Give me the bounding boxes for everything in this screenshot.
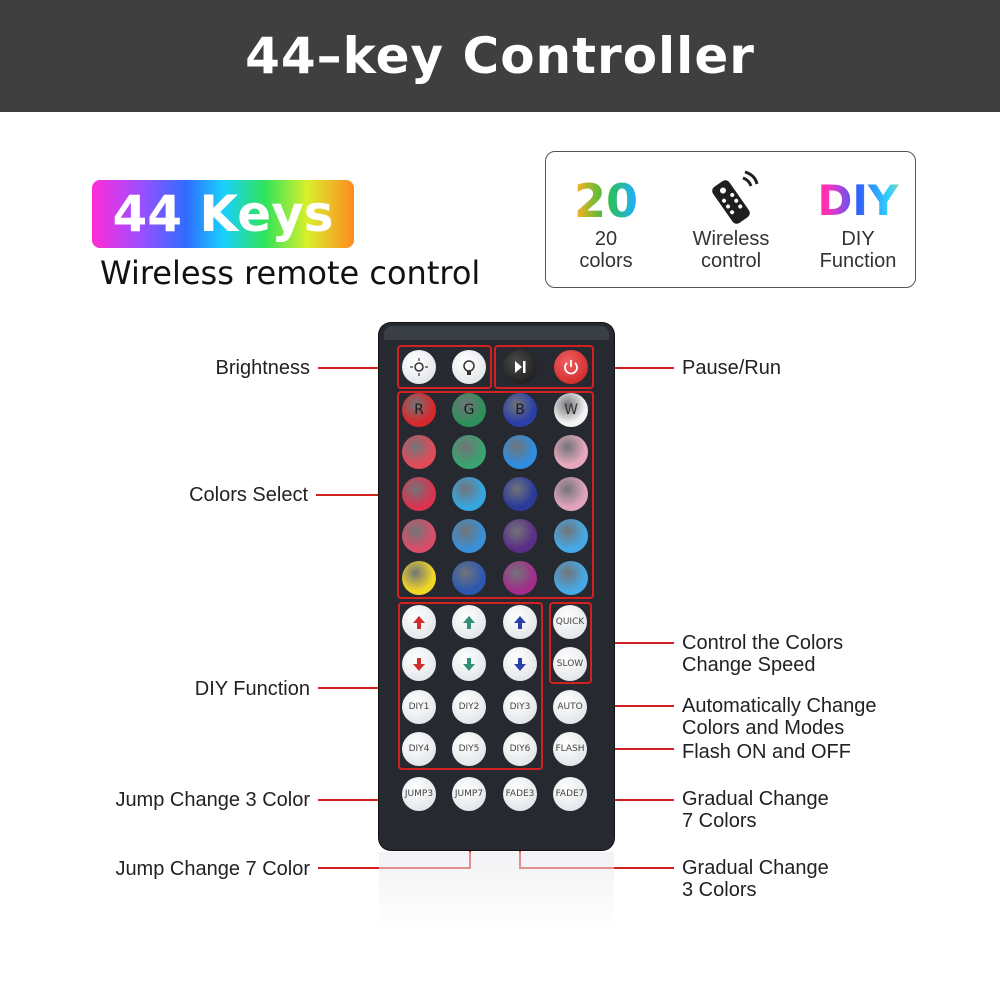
brightness-group	[397, 345, 492, 389]
quick-button[interactable]: QUICK	[553, 605, 587, 639]
feature-diy-line1: DIY	[841, 228, 875, 250]
blue-down-button[interactable]	[503, 647, 537, 681]
feature-wireless-line1: Wireless	[692, 228, 770, 250]
arrow-up-icon	[463, 615, 475, 629]
power-icon	[564, 360, 578, 375]
auto-button[interactable]: AUTO	[553, 690, 587, 724]
feature-wireless: Wireless control	[671, 152, 791, 272]
feature-diy: DIY DIY Function	[798, 152, 918, 272]
color-button-r1-c3[interactable]: B	[503, 393, 537, 427]
brightness-up-button[interactable]	[452, 350, 486, 384]
label-colors-select: Colors Select	[189, 484, 308, 506]
keys-subtitle: Wireless remote control	[100, 254, 481, 292]
color-button-r5-c1[interactable]	[402, 561, 436, 595]
color-letter: W	[564, 402, 578, 418]
feature-colors-big: 20	[546, 174, 666, 228]
label-jump3: Jump Change 3 Color	[115, 789, 310, 811]
jump7-button[interactable]: JUMP7	[452, 777, 486, 811]
feature-wireless-line2: control	[700, 250, 762, 272]
arrow-down-icon	[463, 657, 475, 671]
green-up-button[interactable]	[452, 605, 486, 639]
pause-group	[494, 345, 594, 389]
color-button-r1-c1[interactable]: R	[402, 393, 436, 427]
label-speed-2: Change Speed	[682, 654, 816, 676]
keys-badge-text: 44 Keys	[112, 185, 334, 243]
fade7-button[interactable]: FADE7	[553, 777, 587, 811]
diy1-button[interactable]: DIY1	[402, 690, 436, 724]
label-fade7-1: Gradual Change	[682, 788, 829, 810]
power-button[interactable]	[554, 350, 588, 384]
play-pause-button[interactable]	[503, 350, 537, 384]
arrow-down-icon	[413, 657, 425, 671]
page-title: 44–key Controller	[245, 27, 755, 85]
play-pause-icon	[515, 361, 526, 373]
colors-group	[397, 391, 594, 599]
keys-badge: 44 Keys	[92, 180, 354, 248]
color-button-r4-c3[interactable]	[503, 519, 537, 553]
slow-button[interactable]: SLOW	[553, 647, 587, 681]
fade3-button[interactable]: FADE3	[503, 777, 537, 811]
header-bar: 44–key Controller	[0, 0, 1000, 112]
arrow-up-icon	[413, 615, 425, 629]
feature-colors-line2: colors	[579, 250, 633, 272]
label-auto-1: Automatically Change	[682, 695, 877, 717]
brightness-down-button[interactable]	[402, 350, 436, 384]
label-flash: Flash ON and OFF	[682, 741, 851, 763]
diy-group	[398, 602, 543, 770]
color-button-r2-c4[interactable]	[554, 435, 588, 469]
color-button-r2-c3[interactable]	[503, 435, 537, 469]
feature-colors: 20 20 colors	[546, 152, 666, 272]
color-button-r4-c4[interactable]	[554, 519, 588, 553]
label-auto-2: Colors and Modes	[682, 717, 845, 739]
remote-reflection	[379, 852, 614, 932]
arrow-up-icon	[514, 615, 526, 629]
blue-up-button[interactable]	[503, 605, 537, 639]
label-diy-function: DIY Function	[194, 678, 310, 700]
feature-diy-big: DIY	[798, 174, 918, 228]
feature-diy-line2: Function	[819, 250, 897, 272]
color-button-r3-c1[interactable]	[402, 477, 436, 511]
label-fade3-1: Gradual Change	[682, 857, 829, 879]
brightness-down-icon	[410, 358, 428, 376]
color-button-r5-c3[interactable]	[503, 561, 537, 595]
green-down-button[interactable]	[452, 647, 486, 681]
diy2-button[interactable]: DIY2	[452, 690, 486, 724]
color-button-r3-c3[interactable]	[503, 477, 537, 511]
jump3-button[interactable]: JUMP3	[402, 777, 436, 811]
red-up-button[interactable]	[402, 605, 436, 639]
color-button-r3-c4[interactable]	[554, 477, 588, 511]
label-pause-run: Pause/Run	[682, 357, 781, 379]
diy5-button[interactable]: DIY5	[452, 732, 486, 766]
color-button-r1-c2[interactable]: G	[452, 393, 486, 427]
label-jump7: Jump Change 7 Color	[115, 858, 310, 880]
label-fade7-2: 7 Colors	[682, 810, 757, 832]
color-button-r2-c1[interactable]	[402, 435, 436, 469]
color-button-r4-c1[interactable]	[402, 519, 436, 553]
color-button-r4-c2[interactable]	[452, 519, 486, 553]
flash-button[interactable]: FLASH	[553, 732, 587, 766]
speed-group	[549, 602, 592, 684]
color-button-r2-c2[interactable]	[452, 435, 486, 469]
red-down-button[interactable]	[402, 647, 436, 681]
color-button-r1-c4[interactable]: W	[554, 393, 588, 427]
arrow-down-icon	[514, 657, 526, 671]
diy3-button[interactable]: DIY3	[503, 690, 537, 724]
label-speed-1: Control the Colors	[682, 632, 844, 654]
diy4-button[interactable]: DIY4	[402, 732, 436, 766]
remote-top-edge	[384, 326, 609, 340]
color-button-r5-c2[interactable]	[452, 561, 486, 595]
label-brightness: Brightness	[215, 357, 311, 379]
feature-box: 20 20 colors Wireless control DIY DIY Fu…	[545, 151, 916, 288]
label-fade3-2: 3 Colors	[682, 879, 757, 901]
color-button-r5-c4[interactable]	[554, 561, 588, 595]
color-letter: B	[515, 402, 525, 418]
color-letter: G	[463, 402, 475, 418]
brightness-up-icon	[463, 360, 475, 375]
color-button-r3-c2[interactable]	[452, 477, 486, 511]
feature-colors-line1: 20	[594, 228, 618, 250]
remote-icon	[671, 170, 791, 228]
color-letter: R	[414, 402, 424, 418]
diy6-button[interactable]: DIY6	[503, 732, 537, 766]
